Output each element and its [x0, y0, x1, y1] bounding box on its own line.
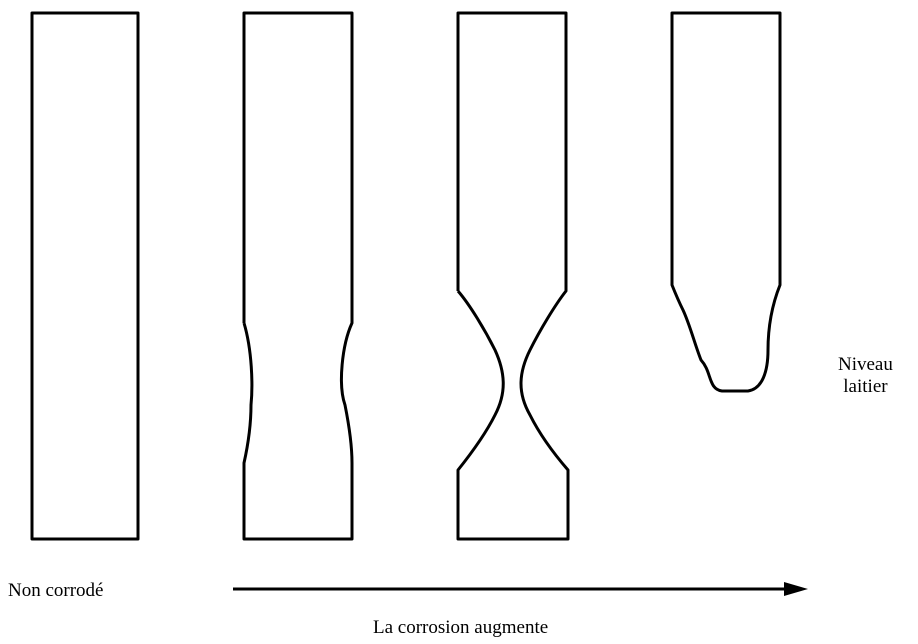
label-niveau-line1: Niveau [838, 354, 893, 375]
label-non-corrode: Non corrodé [8, 580, 104, 601]
label-niveau-laitier: Niveau laitier [838, 354, 893, 398]
bar-uncorroded [30, 11, 140, 541]
arrow-head [784, 582, 808, 596]
label-corrosion-augmente: La corrosion augmente [373, 617, 549, 638]
label-niveau-line2: laitier [843, 376, 888, 397]
bar-severed [670, 11, 782, 393]
bar-slight-corrosion [242, 11, 354, 541]
bar-strong-corrosion [456, 11, 570, 541]
